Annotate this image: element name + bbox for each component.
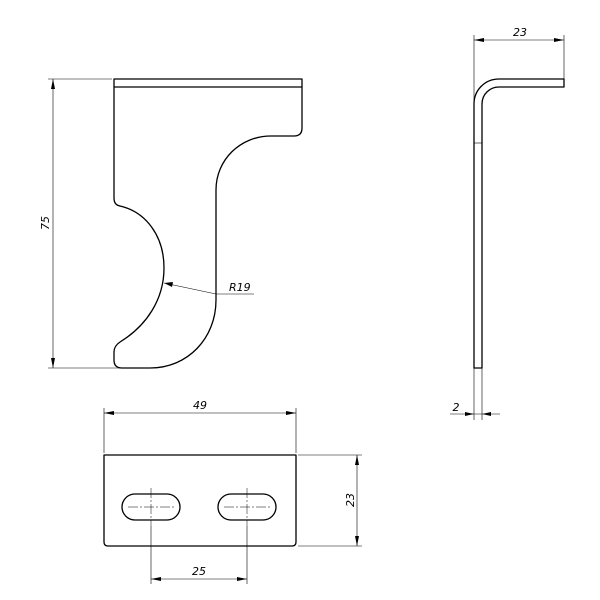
dimension-label-23-bottom: 23 <box>344 493 357 507</box>
side-view-outline <box>473 78 565 369</box>
arrowhead <box>355 536 359 546</box>
arrowhead <box>104 411 114 415</box>
arrowhead <box>465 412 474 416</box>
arrowhead <box>237 577 247 581</box>
dimension-label-25: 25 <box>192 565 206 578</box>
bottom-view-outline <box>103 454 297 547</box>
front-view-outline <box>113 78 303 369</box>
dimension-label-49: 49 <box>193 399 207 412</box>
dimension-label-23-side: 23 <box>513 26 527 39</box>
arrowhead <box>286 411 296 415</box>
front-view: 75 R19 <box>39 78 303 369</box>
arrowhead <box>164 282 173 287</box>
arrowhead <box>554 38 564 42</box>
dimension-label-radius: R19 <box>229 281 251 294</box>
radius-leader <box>163 282 254 295</box>
arrowhead <box>51 358 55 368</box>
dimension-label-2: 2 <box>453 401 460 414</box>
arrowhead <box>474 38 484 42</box>
arrowhead <box>482 412 491 416</box>
bottom-view: 49 23 25 <box>103 399 362 584</box>
arrowhead <box>151 577 161 581</box>
side-view: 23 2 <box>450 26 565 420</box>
arrowhead <box>355 455 359 465</box>
arrowhead <box>51 79 55 89</box>
dimension-label-75: 75 <box>39 216 52 230</box>
